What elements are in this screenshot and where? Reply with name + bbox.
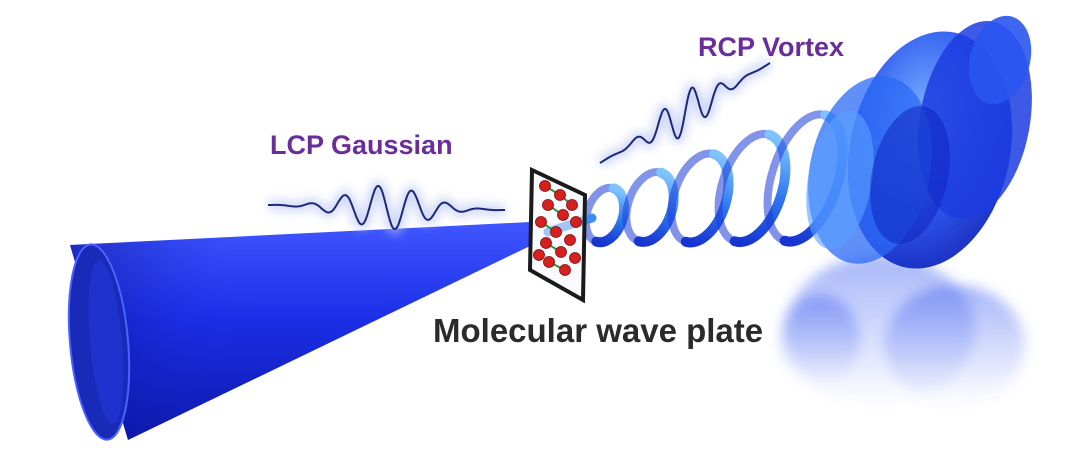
molecular-wave-plate (527, 166, 588, 304)
vortex-lobes (806, 15, 1032, 269)
atom-dot (569, 252, 581, 264)
rcp-vortex-label: RCP Vortex (698, 32, 845, 62)
atom-dot (540, 237, 552, 249)
helix-turn-front (680, 149, 734, 248)
lcp-wave (268, 181, 505, 234)
atom-dot (564, 234, 576, 246)
atom-dot (557, 209, 569, 221)
atom-dot (535, 216, 547, 228)
molecule-lattice-icon (533, 180, 582, 276)
atom-dot (533, 249, 545, 261)
gaussian-beam-cone (67, 222, 530, 441)
atom-dot (550, 226, 562, 238)
helix-turn-front (591, 183, 630, 248)
vortex-reflection (780, 255, 1025, 405)
atom-dot (555, 246, 567, 258)
atom-dot (543, 256, 555, 268)
rcp-wave (597, 58, 773, 168)
atom-dot (554, 189, 566, 201)
molecular-wave-plate-label: Molecular wave plate (433, 312, 764, 349)
atom-dot (542, 199, 554, 211)
lcp-gaussian-label: LCP Gaussian (270, 130, 453, 160)
atom-dot (559, 264, 571, 276)
atom-dot (539, 180, 551, 192)
atom-dot (566, 199, 578, 211)
atom-dot (570, 216, 582, 228)
